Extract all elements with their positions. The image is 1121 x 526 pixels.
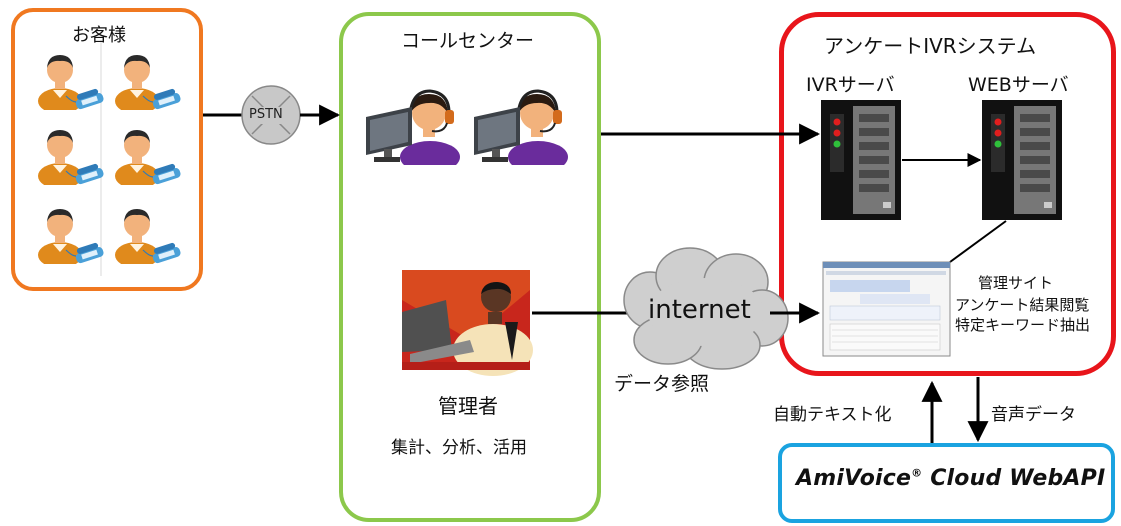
manager-label: 管理者 [438, 394, 498, 418]
admin-screen-icon [822, 261, 951, 357]
cloud-icon [623, 247, 789, 370]
amivoice-name-rest: Cloud WebAPI [922, 466, 1106, 491]
internet-label: internet [648, 295, 751, 325]
ivr-server-label: IVRサーバ [806, 74, 895, 96]
auto-text-label: 自動テキスト化 [773, 405, 892, 425]
amivoice-name-main: AmiVoice [796, 466, 912, 491]
customer-with-phone-icon [114, 54, 183, 110]
server-icon [982, 100, 1062, 220]
registered-mark: ® [911, 466, 923, 480]
amivoice-box [778, 443, 1115, 523]
admin-site-line-1: 管理サイト [978, 274, 1054, 292]
customer-with-phone-icon [114, 129, 183, 185]
customer-with-phone-icon [114, 208, 183, 264]
operator-with-headset-icon [472, 89, 570, 165]
pstn-icon [241, 85, 301, 145]
customer-icons [37, 40, 183, 276]
web-server-to-admin-line [949, 220, 1007, 263]
server-icon [821, 100, 901, 220]
customer-with-phone-icon [37, 129, 106, 185]
manager-tasks: 集計、分析、活用 [391, 438, 527, 458]
admin-site-line-2: アンケート結果閲覧 [955, 296, 1090, 314]
operator-with-headset-icon [364, 89, 462, 165]
amivoice-product-name: AmiVoice® Cloud WebAPI [796, 466, 1105, 491]
data-reference-label: データ参照 [614, 373, 710, 395]
pstn-label: PSTN [249, 107, 283, 122]
admin-site-line-3: 特定キーワード抽出 [955, 316, 1091, 334]
customers-box [11, 8, 203, 291]
ivr-system-title: アンケートIVRシステム [824, 34, 1037, 58]
web-server-label: WEBサーバ [968, 74, 1069, 96]
call-center-title: コールセンター [401, 30, 535, 52]
customer-with-phone-icon [37, 208, 106, 264]
manager-at-computer-icon [402, 270, 533, 376]
customers-title: お客様 [72, 25, 126, 46]
voice-data-label: 音声データ [991, 405, 1076, 425]
customer-with-phone-icon [37, 54, 106, 110]
call-center-box [339, 12, 601, 522]
